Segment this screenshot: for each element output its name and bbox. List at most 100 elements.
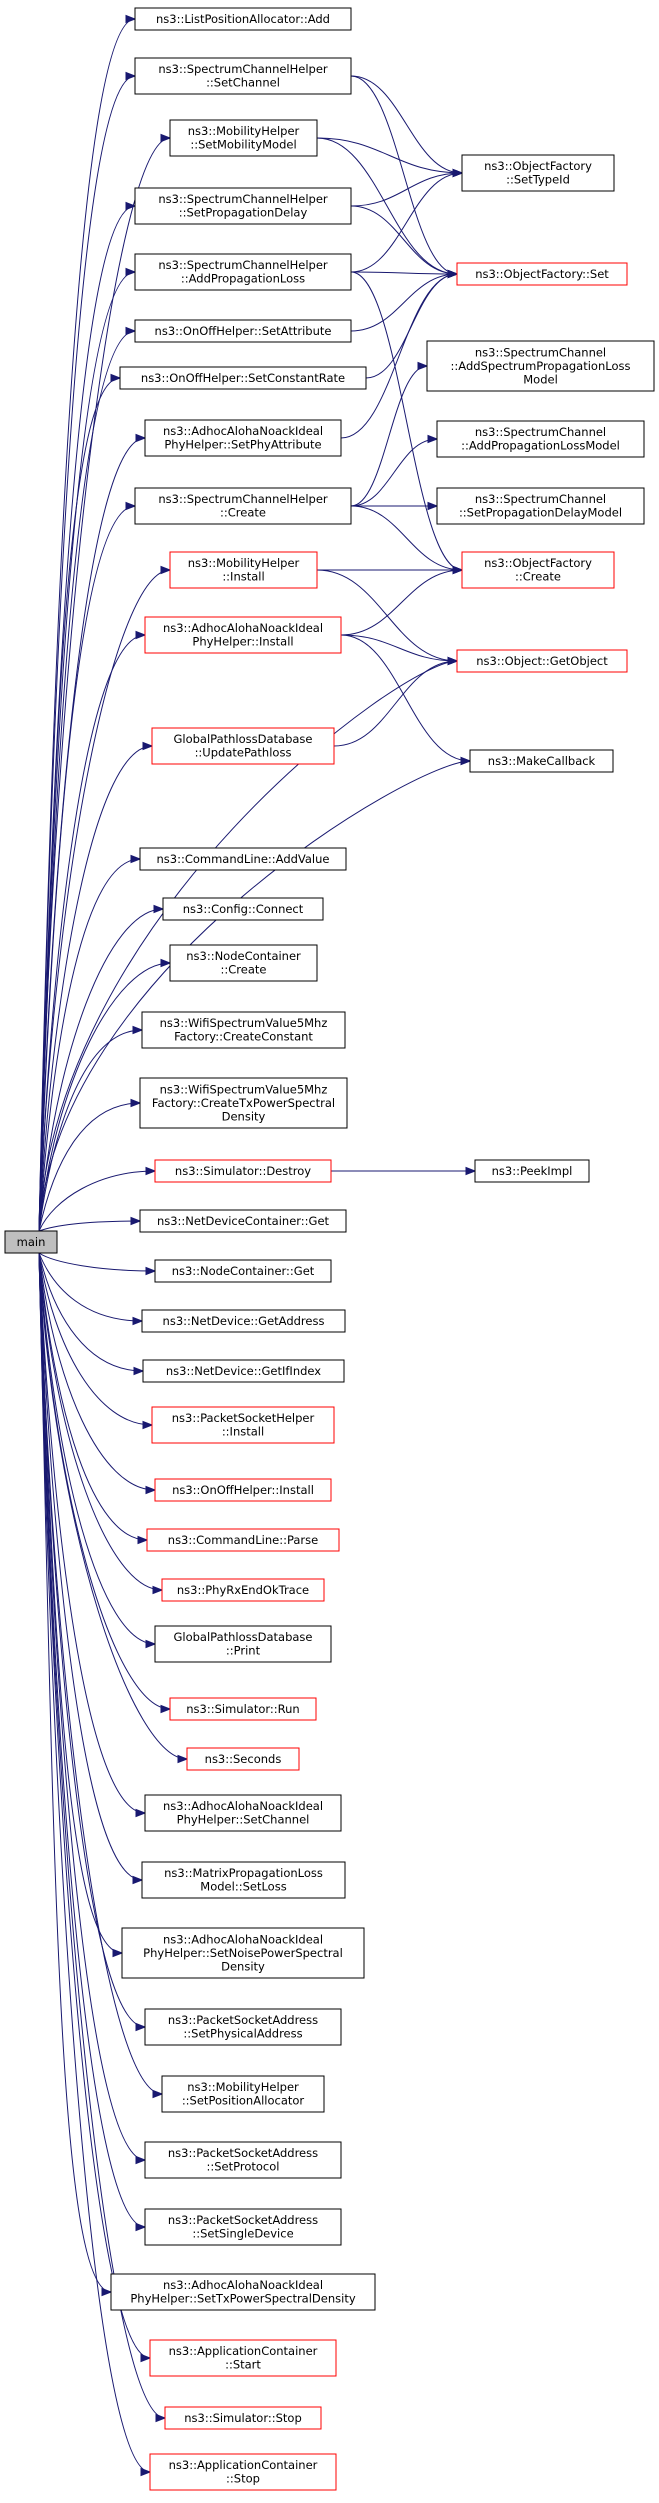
node-aloha_setnoise[interactable]: ns3::AdhocAlohaNoackIdealPhyHelper::SetN…: [121, 1927, 365, 1979]
node-nd_getaddress[interactable]: ns3::NetDevice::GetAddress: [141, 1309, 346, 1333]
node-aloha_install-box[interactable]: [144, 616, 342, 654]
node-ac_stop-box[interactable]: [149, 2453, 337, 2491]
node-psh_install-box[interactable]: [151, 1406, 335, 1444]
node-psa_setproto[interactable]: ns3::PacketSocketAddress::SetProtocol: [144, 2141, 342, 2179]
node-main-box[interactable]: [4, 1230, 58, 1254]
node-psa_setphys-box[interactable]: [144, 2008, 342, 2046]
node-onoff_install-box[interactable]: [154, 1478, 332, 1502]
node-of_create[interactable]: ns3::ObjectFactory::Create: [461, 551, 615, 589]
node-psa_setphys[interactable]: ns3::PacketSocketAddress::SetPhysicalAdd…: [144, 2008, 342, 2046]
node-psh_install[interactable]: ns3::PacketSocketHelper::Install: [151, 1406, 335, 1444]
node-gpd_print[interactable]: GlobalPathlossDatabase::Print: [154, 1625, 332, 1663]
node-gpd_update[interactable]: GlobalPathlossDatabase::UpdatePathloss: [151, 727, 335, 765]
node-mh_setmobility[interactable]: ns3::MobilityHelper::SetMobilityModel: [169, 119, 318, 157]
node-wsv_createtx[interactable]: ns3::WifiSpectrumValue5MhzFactory::Creat…: [139, 1077, 348, 1129]
node-lpa_add-box[interactable]: [134, 7, 352, 31]
node-lpa_add[interactable]: ns3::ListPositionAllocator::Add: [134, 7, 352, 31]
node-ac_start[interactable]: ns3::ApplicationContainer::Start: [149, 2339, 337, 2377]
node-psa_setsingle[interactable]: ns3::PacketSocketAddress::SetSingleDevic…: [144, 2208, 342, 2246]
node-onoff_setattr-box[interactable]: [134, 319, 352, 343]
node-sim_destroy[interactable]: ns3::Simulator::Destroy: [154, 1159, 332, 1183]
node-mh_install[interactable]: ns3::MobilityHelper::Install: [169, 551, 318, 589]
node-ac_start-box[interactable]: [149, 2339, 337, 2377]
node-nc_create-box[interactable]: [169, 944, 318, 982]
node-makecallback-box[interactable]: [469, 749, 614, 773]
node-nodec_get-box[interactable]: [154, 1259, 332, 1283]
node-cl_parse[interactable]: ns3::CommandLine::Parse: [146, 1528, 340, 1552]
node-nd_getifindex-box[interactable]: [142, 1359, 345, 1383]
node-wsv_createtx-box[interactable]: [139, 1077, 348, 1129]
node-aloha_settxpsd[interactable]: ns3::AdhocAlohaNoackIdealPhyHelper::SetT…: [110, 2273, 376, 2311]
node-config_connect[interactable]: ns3::Config::Connect: [162, 897, 324, 921]
node-sim_run-box[interactable]: [169, 1697, 317, 1721]
node-of_settypeid[interactable]: ns3::ObjectFactory::SetTypeId: [461, 154, 615, 192]
node-nc_create[interactable]: ns3::NodeContainer::Create: [169, 944, 318, 982]
node-of_set[interactable]: ns3::ObjectFactory::Set: [456, 262, 628, 286]
node-sc_addloss[interactable]: ns3::SpectrumChannel::AddSpectrumPropaga…: [426, 340, 655, 392]
node-sc_setdelay[interactable]: ns3::SpectrumChannel::SetPropagationDela…: [436, 487, 645, 525]
node-aloha_setphyattr-box[interactable]: [144, 419, 342, 457]
node-seconds-box[interactable]: [186, 1747, 300, 1771]
node-onoff_setconst-box[interactable]: [119, 366, 367, 390]
node-onoff_setconst[interactable]: ns3::OnOffHelper::SetConstantRate: [119, 366, 367, 390]
node-ndc_get[interactable]: ns3::NetDeviceContainer::Get: [139, 1209, 347, 1233]
node-of_settypeid-box[interactable]: [461, 154, 615, 192]
node-makecallback[interactable]: ns3::MakeCallback: [469, 749, 614, 773]
node-phyrxendok[interactable]: ns3::PhyRxEndOkTrace: [161, 1578, 325, 1602]
node-sch_addloss-box[interactable]: [134, 253, 352, 291]
node-sc_setdelay-box[interactable]: [436, 487, 645, 525]
node-of_set-box[interactable]: [456, 262, 628, 286]
node-main[interactable]: main: [4, 1230, 58, 1254]
node-peekimpl-box[interactable]: [474, 1159, 590, 1183]
node-sch_addloss[interactable]: ns3::SpectrumChannelHelper::AddPropagati…: [134, 253, 352, 291]
node-cl_addvalue-box[interactable]: [139, 847, 347, 871]
node-nd_getaddress-box[interactable]: [141, 1309, 346, 1333]
node-sch_setdelay[interactable]: ns3::SpectrumChannelHelper::SetPropagati…: [134, 187, 352, 225]
node-phyrxendok-box[interactable]: [161, 1578, 325, 1602]
node-ndc_get-box[interactable]: [139, 1209, 347, 1233]
node-sc_addpl[interactable]: ns3::SpectrumChannel::AddPropagationLoss…: [436, 420, 645, 458]
node-sim_stop[interactable]: ns3::Simulator::Stop: [164, 2406, 322, 2430]
node-sch_setchannel[interactable]: ns3::SpectrumChannelHelper::SetChannel: [134, 57, 352, 95]
node-aloha_setchannel[interactable]: ns3::AdhocAlohaNoackIdealPhyHelper::SetC…: [144, 1794, 342, 1832]
node-config_connect-box[interactable]: [162, 897, 324, 921]
node-psa_setproto-box[interactable]: [144, 2141, 342, 2179]
node-mh_install-box[interactable]: [169, 551, 318, 589]
node-aloha_setchannel-box[interactable]: [144, 1794, 342, 1832]
node-sc_addpl-box[interactable]: [436, 420, 645, 458]
node-nd_getifindex[interactable]: ns3::NetDevice::GetIfIndex: [142, 1359, 345, 1383]
node-mh_setmobility-box[interactable]: [169, 119, 318, 157]
node-of_create-box[interactable]: [461, 551, 615, 589]
node-mh_setposalloc[interactable]: ns3::MobilityHelper::SetPositionAllocato…: [161, 2075, 325, 2113]
node-ac_stop[interactable]: ns3::ApplicationContainer::Stop: [149, 2453, 337, 2491]
node-mh_setposalloc-box[interactable]: [161, 2075, 325, 2113]
node-mpl_setloss-box[interactable]: [141, 1861, 346, 1899]
node-sc_addloss-box[interactable]: [426, 340, 655, 392]
node-obj_getobject[interactable]: ns3::Object::GetObject: [456, 649, 628, 673]
node-seconds[interactable]: ns3::Seconds: [186, 1747, 300, 1771]
node-gpd_print-box[interactable]: [154, 1625, 332, 1663]
node-aloha_setphyattr[interactable]: ns3::AdhocAlohaNoackIdealPhyHelper::SetP…: [144, 419, 342, 457]
node-aloha_install[interactable]: ns3::AdhocAlohaNoackIdealPhyHelper::Inst…: [144, 616, 342, 654]
node-aloha_setnoise-box[interactable]: [121, 1927, 365, 1979]
node-sim_stop-box[interactable]: [164, 2406, 322, 2430]
node-peekimpl[interactable]: ns3::PeekImpl: [474, 1159, 590, 1183]
node-psa_setsingle-box[interactable]: [144, 2208, 342, 2246]
node-sch_setchannel-box[interactable]: [134, 57, 352, 95]
node-wsv_createconst[interactable]: ns3::WifiSpectrumValue5MhzFactory::Creat…: [141, 1011, 346, 1049]
node-gpd_update-box[interactable]: [151, 727, 335, 765]
node-onoff_setattr[interactable]: ns3::OnOffHelper::SetAttribute: [134, 319, 352, 343]
node-aloha_settxpsd-box[interactable]: [110, 2273, 376, 2311]
node-cl_parse-box[interactable]: [146, 1528, 340, 1552]
node-sim_run[interactable]: ns3::Simulator::Run: [169, 1697, 317, 1721]
node-wsv_createconst-box[interactable]: [141, 1011, 346, 1049]
node-sch_create-box[interactable]: [134, 487, 352, 525]
node-obj_getobject-box[interactable]: [456, 649, 628, 673]
node-sch_setdelay-box[interactable]: [134, 187, 352, 225]
node-sim_destroy-box[interactable]: [154, 1159, 332, 1183]
node-cl_addvalue[interactable]: ns3::CommandLine::AddValue: [139, 847, 347, 871]
node-nodec_get[interactable]: ns3::NodeContainer::Get: [154, 1259, 332, 1283]
node-sch_create[interactable]: ns3::SpectrumChannelHelper::Create: [134, 487, 352, 525]
node-onoff_install[interactable]: ns3::OnOffHelper::Install: [154, 1478, 332, 1502]
